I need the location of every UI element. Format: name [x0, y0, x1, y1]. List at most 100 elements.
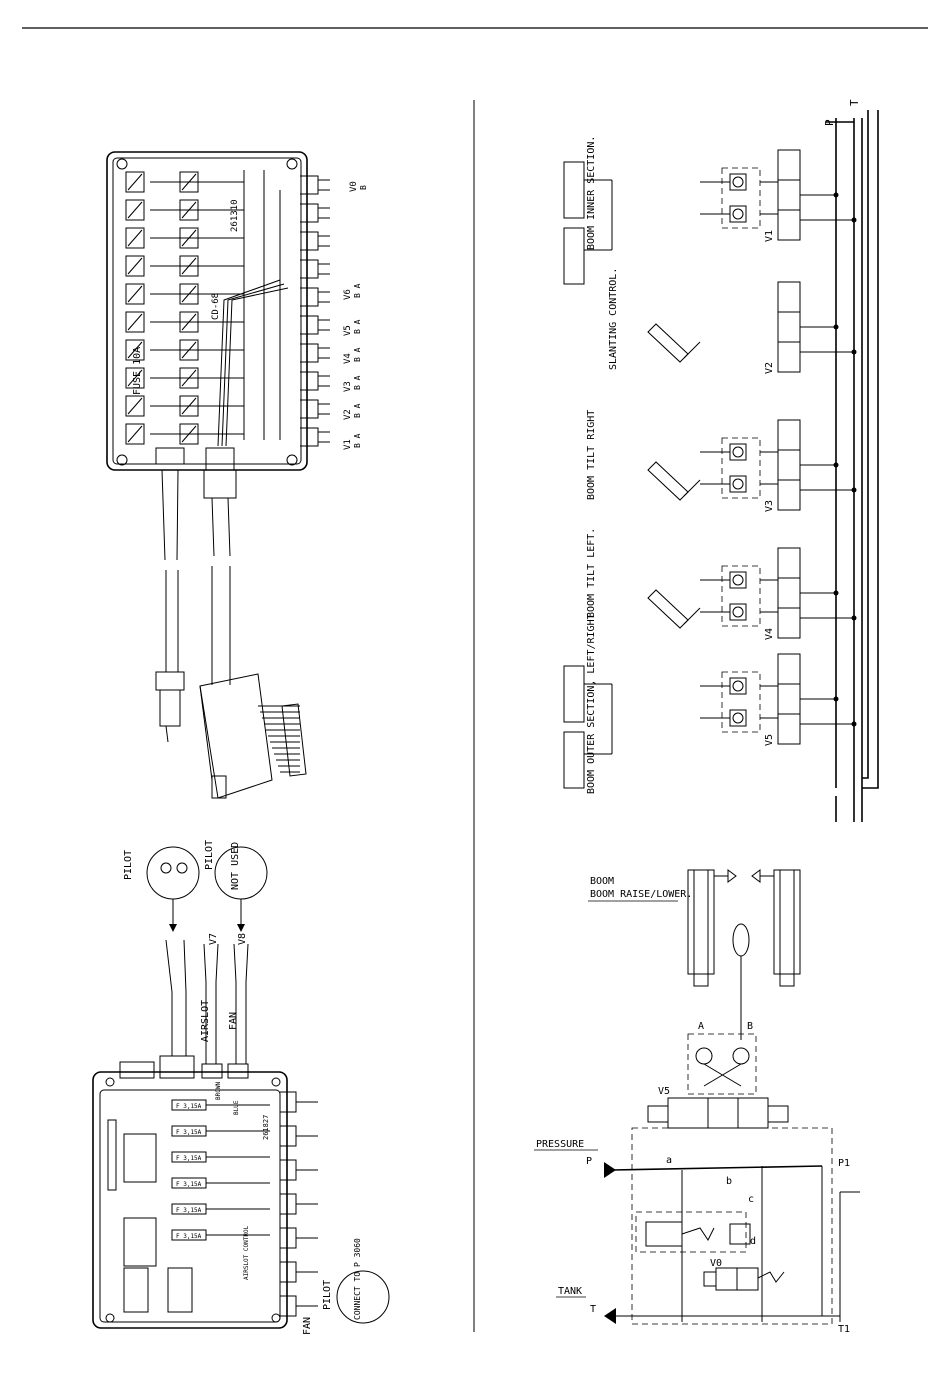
p-label: P: [586, 1156, 592, 1167]
orifice-a-label: a: [666, 1155, 672, 1166]
connector: [300, 259, 319, 279]
section-label-group: V1 BOOM INNER SECTION. V2 SLANTING CONTROL.…: [586, 136, 775, 794]
relay-tile: [125, 283, 145, 305]
relay-tile: [125, 311, 145, 333]
connector: [280, 1125, 297, 1147]
section-name: SLANTING CONTROL.: [608, 268, 619, 370]
connector: [280, 1227, 297, 1249]
valve-label: V3: [343, 381, 353, 392]
blue-wire-label: BLUE: [233, 1100, 240, 1115]
relay-tile: [125, 227, 145, 249]
section-name: BOOM TILT LEFT.: [586, 528, 597, 618]
fuse-rating: F 3,15A: [176, 1207, 202, 1214]
part-number-bottom: 261827: [262, 1115, 270, 1140]
valve-label: V1: [343, 439, 353, 450]
relay-tile: [125, 255, 145, 277]
t-label: T: [590, 1304, 596, 1315]
relay-tile: [125, 395, 145, 417]
valve-section: [563, 653, 857, 789]
airslot-label: AIRSLOT: [200, 1000, 211, 1042]
orifice-b-label: b: [726, 1176, 732, 1187]
port-label: B A: [353, 403, 362, 418]
valve-label: V0: [349, 181, 359, 192]
p1-label: P1: [838, 1158, 850, 1169]
valve-section: [563, 149, 857, 285]
relay-tile: [125, 199, 145, 221]
pilot-label-2: PILOT: [204, 840, 215, 870]
not-used-label: NOT USED: [230, 842, 241, 890]
hydraulic-schematic-top: [563, 110, 879, 822]
valve-section: [647, 281, 857, 373]
t1-label: T1: [838, 1324, 850, 1335]
connector: [300, 343, 319, 363]
relay-box-bottom: [92, 846, 390, 1329]
connector: [300, 287, 319, 307]
fan-bottom-label: FAN: [302, 1317, 313, 1335]
connector: [300, 371, 319, 391]
valve-label: V5: [343, 325, 353, 336]
tank-label: TANK: [558, 1286, 582, 1297]
valve-section: [647, 419, 857, 511]
relay-tile: [125, 423, 145, 445]
orifice-d-label: d: [750, 1236, 756, 1247]
boom-label-1: BOOM: [590, 876, 614, 887]
section-valve-label: V3: [764, 500, 775, 512]
fuse-rating: F 3,15A: [176, 1233, 202, 1240]
connector: [300, 175, 319, 195]
brown-wire-label: BROWN: [215, 1082, 222, 1100]
fuse-rating: F 3,15A: [176, 1181, 202, 1188]
boom-label: BOOM RAISE/LOWER.: [590, 889, 692, 900]
port-label: B: [359, 185, 368, 190]
relay-tile: [125, 367, 145, 389]
v7-label: V7: [208, 933, 219, 945]
pilot-bottom-label: PILOT: [322, 1280, 333, 1310]
fuse-label: FUSE 10A: [132, 347, 143, 395]
v8-label: V8: [237, 933, 248, 945]
connector: [300, 427, 319, 447]
section-valve-label: V5: [764, 734, 775, 746]
part-number: 261310: [230, 199, 240, 232]
section-name: BOOM OUTER SECTION, LEFT/RIGHT: [586, 613, 597, 794]
section-valve-label: V2: [764, 362, 775, 374]
pressure-label: PRESSURE: [536, 1139, 584, 1150]
connector: [300, 315, 319, 335]
control-box-top: [106, 151, 330, 799]
valve-label: V6: [343, 289, 353, 300]
orifice-c-label: c: [748, 1194, 754, 1205]
connector: [280, 1091, 297, 1113]
connector: [300, 231, 319, 251]
v0-label: V0: [710, 1258, 722, 1269]
connect-label: CONNECT TO P 3060: [353, 1238, 362, 1320]
port-label: B A: [353, 283, 362, 298]
v5-bottom-label: V5: [658, 1086, 670, 1097]
fan-label: FAN: [228, 1012, 239, 1030]
t-line-label: T: [848, 99, 861, 106]
valve-label: V2: [343, 409, 353, 420]
port-a-label: A: [698, 1021, 704, 1032]
connector: [280, 1193, 297, 1215]
section-valve-label: V1: [764, 230, 775, 242]
airslot-control-label: AIRSLOT CONTROL: [243, 1225, 250, 1280]
port-label: B A: [353, 375, 362, 390]
fuse-rating: F 3,15A: [176, 1129, 202, 1136]
port-label: B A: [353, 433, 362, 448]
pilot-label-1: PILOT: [123, 850, 134, 880]
p-line-label: P: [823, 119, 836, 126]
model-number: CD-68: [211, 293, 221, 320]
hydraulic-schematic-bottom: [604, 869, 860, 1325]
valve-section: [647, 547, 857, 639]
relay-tile: [125, 171, 145, 193]
section-name: BOOM INNER SECTION.: [586, 136, 597, 250]
valve-label: V4: [343, 353, 353, 364]
connector: [280, 1261, 297, 1283]
fuse-rating: F 3,15A: [176, 1155, 202, 1162]
port-b-label: B: [747, 1021, 753, 1032]
fuse-rating: F 3,15A: [176, 1103, 202, 1110]
relay-tile: [125, 339, 145, 361]
fuse-rating-group: F 3,15A F 3,15A F 3,15A F 3,15A F 3,15A F 3,1…: [176, 1103, 202, 1240]
connector: [280, 1295, 297, 1317]
port-label: B A: [353, 319, 362, 334]
section-valve-label: V4: [764, 628, 775, 640]
